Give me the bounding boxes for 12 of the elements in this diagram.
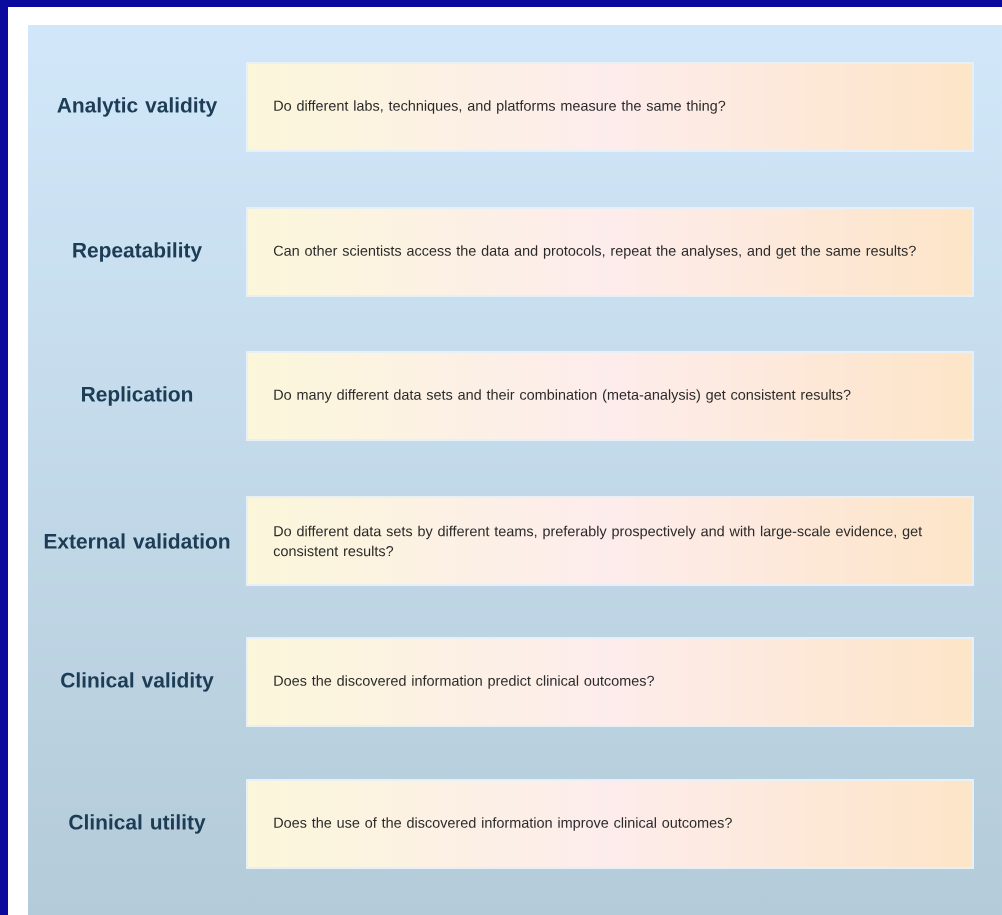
row-heading: Analytic validity <box>57 97 218 117</box>
question-text: Do different data sets by different teams, preferably prospectively and with large-scale evidence, get consistent results? <box>273 525 923 557</box>
question-text: Do different labs, techniques, and platforms measure the same thing? <box>274 100 726 114</box>
row-heading: Replication <box>82 386 193 406</box>
row-heading: Clinical validity <box>61 672 214 692</box>
row-heading: Clinical utility <box>69 814 206 834</box>
question-text: Do many different data sets and their combination (meta-analysis) get consistent results? <box>274 389 851 403</box>
row-heading: External validation <box>44 533 230 549</box>
question-text: Does the discovered information predict clinical outcomes? <box>274 675 654 689</box>
question-text: Can other scientists access the data and protocols, repeat the analyses, and get the same results? <box>273 245 916 259</box>
question-text: Does the use of the discovered information improve clinical outcomes? <box>274 817 732 831</box>
row-heading: Repeatability <box>73 242 202 262</box>
